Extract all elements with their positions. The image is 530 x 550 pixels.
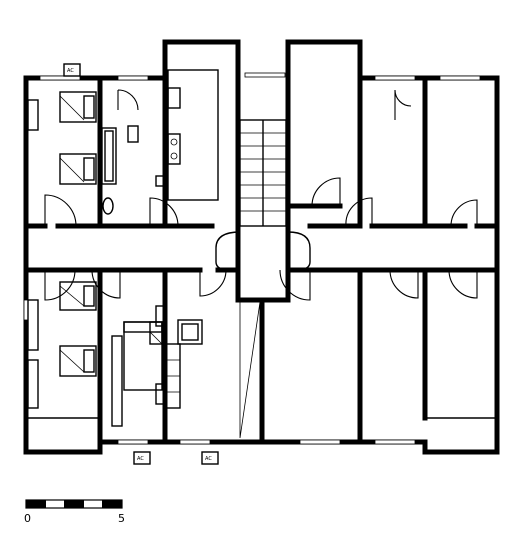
windows: [23, 72, 481, 445]
unit-label-box: [133, 451, 151, 465]
unit-label-box: [201, 451, 219, 465]
unit-label-2: AC: [137, 456, 144, 462]
scale-bar: 0 5: [24, 499, 125, 525]
unit-labels: AC AC AC: [63, 63, 219, 465]
unit-label-1: AC: [67, 68, 74, 74]
scale-start-label: 0: [24, 512, 31, 525]
scale-segment: [102, 500, 122, 508]
scale-segment: [64, 500, 84, 508]
doors: [44, 89, 478, 301]
scale-segment: [26, 500, 46, 508]
furniture: [27, 69, 219, 427]
unit-label-box: [63, 63, 81, 77]
scale-end-label: 5: [118, 512, 125, 525]
staircase: [215, 119, 311, 439]
unit-label-3: AC: [205, 456, 212, 462]
